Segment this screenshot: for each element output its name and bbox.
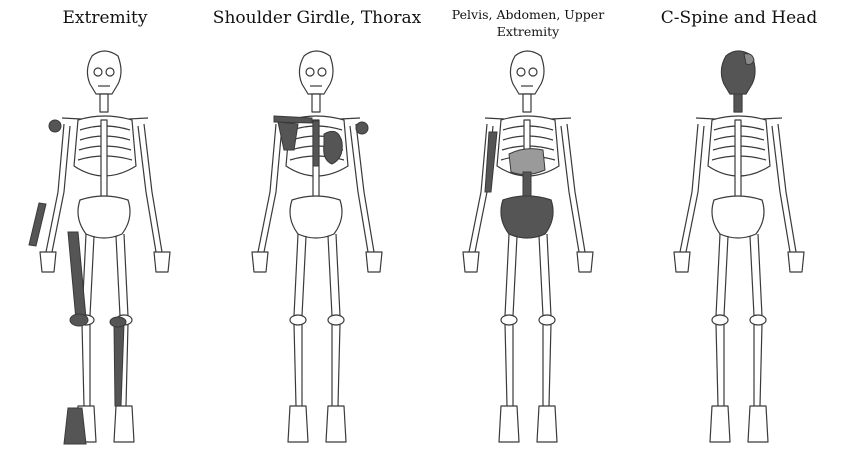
panel-title: Extremity (0, 8, 210, 28)
skeleton-figure (423, 46, 633, 450)
highlight-sternum (313, 121, 319, 166)
highlight-scapula (278, 122, 298, 150)
panel-title: Shoulder Girdle, Thorax (212, 8, 422, 28)
highlight-brain (744, 54, 754, 65)
panel-cspine-head: C-Spine and Head (634, 0, 842, 450)
highlight-humerus (485, 132, 497, 192)
highlight-forearm (29, 203, 46, 246)
highlight-tibia-head (110, 317, 126, 327)
highlight-knee (70, 314, 88, 326)
highlight-head-cspine (721, 51, 755, 112)
panel-shoulder-girdle-thorax: Shoulder Girdle, Thorax (212, 0, 422, 450)
highlight-femur (68, 232, 86, 320)
highlight-liver-stomach (509, 149, 545, 175)
highlight-pelvis (501, 196, 553, 238)
highlight-foot (64, 408, 86, 444)
highlight-tibia (114, 324, 124, 406)
panel-title: C-Spine and Head (634, 8, 842, 28)
skeleton-figure (634, 46, 842, 450)
panel-title: Pelvis, Abdomen, Upper Extremity (423, 6, 633, 40)
panel-pelvis-abdomen-upper-extremity: Pelvis, Abdomen, Upper Extremity (423, 0, 633, 450)
highlight-shoulder-joint (356, 122, 368, 134)
panel-extremity: Extremity (0, 0, 210, 450)
skeleton-figure (0, 46, 210, 450)
skeleton-figure (212, 46, 422, 450)
highlight-cervical-spine (734, 94, 742, 112)
highlight-shoulder (49, 120, 61, 132)
